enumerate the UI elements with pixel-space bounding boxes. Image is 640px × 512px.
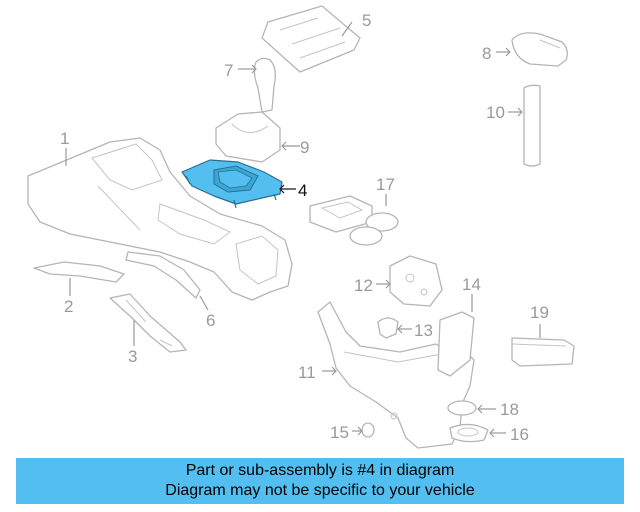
callout-4[interactable]: 4 xyxy=(298,181,307,200)
callout-3[interactable]: 3 xyxy=(128,347,137,366)
callout-14[interactable]: 14 xyxy=(462,275,481,294)
callout-2[interactable]: 2 xyxy=(64,297,73,316)
callout-5[interactable]: 5 xyxy=(362,11,371,30)
callout-16[interactable]: 16 xyxy=(510,425,529,444)
part-15-plug xyxy=(361,422,375,438)
callout-6[interactable]: 6 xyxy=(206,311,215,330)
part-16-cup-holder-insert xyxy=(449,423,489,443)
callout-18[interactable]: 18 xyxy=(500,400,519,419)
part-9-shift-boot xyxy=(215,111,281,163)
part-18-cup-ring xyxy=(447,400,477,416)
callout-7[interactable]: 7 xyxy=(224,61,233,80)
callout-13[interactable]: 13 xyxy=(414,321,433,340)
callout-15[interactable]: 15 xyxy=(330,423,349,442)
part-19-block xyxy=(511,337,575,367)
part-17-cup-holder xyxy=(309,195,399,246)
part-12-module xyxy=(389,255,443,307)
callout-12[interactable]: 12 xyxy=(354,276,373,295)
leader-lines xyxy=(65,21,541,438)
part-14-armrest-lid xyxy=(437,311,475,377)
part-10-rod xyxy=(523,84,541,167)
callout-11[interactable]: 11 xyxy=(298,363,316,382)
part-2-trim-strip xyxy=(33,261,125,283)
callout-17[interactable]: 17 xyxy=(376,175,395,194)
callout-1[interactable]: 1 xyxy=(60,129,69,148)
callout-labels: 1 2 3 4 5 6 7 8 9 10 11 12 13 14 15 16 1… xyxy=(60,11,549,444)
part-13-clip xyxy=(377,317,399,339)
callout-19[interactable]: 19 xyxy=(530,303,549,322)
info-banner: Part or sub-assembly is #4 in diagram Di… xyxy=(16,458,624,504)
part-5-shift-plate xyxy=(261,5,361,73)
part-6-side-trim xyxy=(125,251,201,299)
part-4-shift-bezel xyxy=(181,159,283,209)
callout-8[interactable]: 8 xyxy=(482,44,491,63)
banner-line-2: Diagram may not be specific to your vehi… xyxy=(165,482,475,499)
part-1-center-console xyxy=(27,137,293,301)
part-8-selector-knob xyxy=(511,32,568,67)
part-7-shift-lever xyxy=(253,57,276,113)
callout-9[interactable]: 9 xyxy=(300,138,309,157)
callout-10[interactable]: 10 xyxy=(486,103,505,122)
part-3-bracket xyxy=(109,293,187,353)
parts-diagram: 1 2 3 4 5 6 7 8 9 10 11 12 13 14 15 16 1… xyxy=(27,5,575,449)
banner-line-1: Part or sub-assembly is #4 in diagram xyxy=(185,462,455,479)
